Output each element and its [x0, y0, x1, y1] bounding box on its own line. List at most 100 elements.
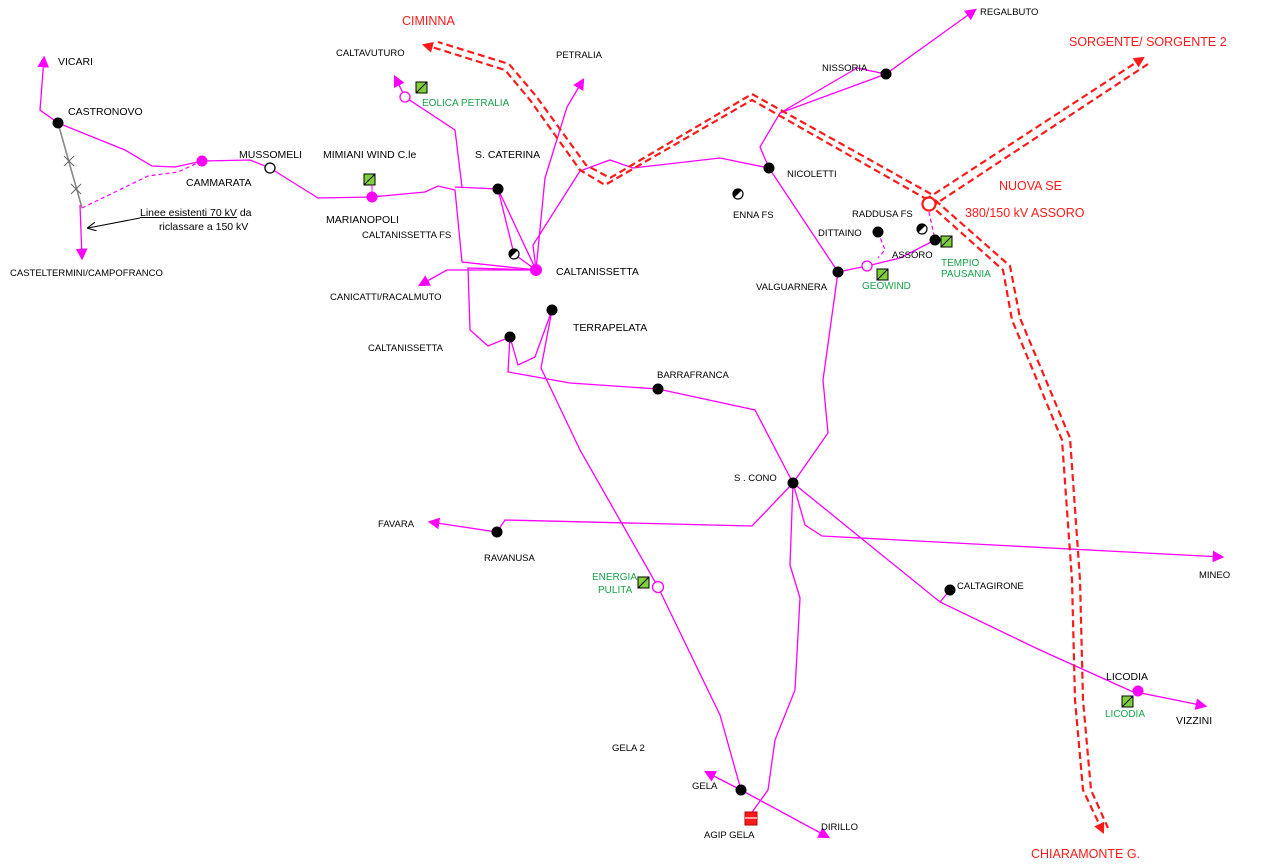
plant-agip-gela: [744, 811, 758, 826]
label-s-caterina: S. CATERINA: [475, 149, 540, 161]
label-caltanissetta2: CALTANISSETTA: [368, 343, 444, 354]
label-mineo: MINEO: [1199, 570, 1230, 581]
node-nissoria: [880, 68, 892, 80]
label-enna-fs: ENNA FS: [733, 210, 774, 221]
line-castelterm: [75, 204, 88, 261]
label-chiaramonte: CHIARAMONTE G.: [1031, 847, 1140, 861]
node-s-caterina: [492, 183, 504, 195]
line-caltanissetta-east: [532, 157, 770, 271]
node-valguarnera: [832, 266, 844, 278]
note-70kv: Linee esistenti 70 kV da riclassare a 15…: [140, 207, 252, 233]
label-nissoria: NISSORIA: [822, 63, 868, 74]
note-line2: riclassare a 150 kV: [159, 221, 248, 233]
label-castronovo: CASTRONOVO: [68, 106, 143, 118]
line-planned-cammarata: [81, 160, 203, 209]
plant-eolica-petralia: [415, 81, 428, 94]
label-raddusa-fs: RADDUSA FS: [852, 209, 913, 220]
node-assoro: [929, 234, 941, 246]
label-barrafranca: BARRAFRANCA: [657, 370, 729, 381]
line-nicoletti-valguarnera: [768, 167, 839, 273]
line-caltavuturo-caltanissetta: [393, 74, 463, 188]
node-raddusa-fs: [916, 223, 928, 235]
node-enna-fs: [732, 188, 744, 200]
label-gela2: GELA 2: [612, 743, 645, 754]
label-vicari: VICARI: [58, 56, 93, 68]
place-labels: VICARI CASTRONOVO CASTELTERMINI/CAMPOFRA…: [10, 7, 1230, 841]
line-scono-gela: [749, 482, 801, 816]
node-licodia: [1132, 685, 1144, 697]
node-caltanissetta: [530, 264, 542, 276]
generation-plants: [363, 81, 1134, 826]
line-scaterina-caltanissetta: [454, 186, 537, 271]
label-nicoletti: NICOLETTI: [787, 169, 837, 180]
line-petralia-caltanissetta: [535, 77, 585, 271]
line-valguarnera-assoro: [837, 239, 936, 273]
node-barrafranca: [652, 383, 664, 395]
label-caltanissetta: CALTANISSETTA: [556, 266, 639, 278]
plant-labels: EOLICA PETRALIA TEMPIO PAUSANIA GEOWIND …: [422, 98, 1145, 720]
label-petralia: PETRALIA: [556, 50, 603, 61]
node-terrapelata: [546, 304, 558, 316]
node-geowind-tap: [861, 260, 873, 272]
line-castronovo-cammarata: [57, 122, 203, 168]
label-gela: GELA: [692, 781, 718, 792]
node-caltanissetta2: [504, 331, 516, 343]
label-mussomeli: MUSSOMELI: [239, 149, 302, 161]
node-cammarata: [196, 155, 208, 167]
line-cammarata-mussomeli: [201, 159, 271, 169]
note-line1-end: da: [237, 207, 252, 219]
label-caltanissetta-fs: CALTANISSETTA FS: [362, 230, 451, 241]
label-assoro: ASSORO: [892, 250, 933, 261]
plant-tempio-pausania: [940, 235, 953, 248]
plant-energia-pulita: [637, 576, 650, 589]
note-arrow: [88, 217, 141, 228]
plant-licodia: [1121, 695, 1134, 708]
line380-chiaramonte-a: [927, 202, 1105, 834]
label-terrapelata: TERRAPELATA: [573, 322, 647, 334]
line-nicoletti-regalbuto: [779, 8, 977, 114]
substation-nodes: [52, 68, 956, 796]
node-caltagirone: [944, 584, 956, 596]
svg-text:Linee esistenti 70 kV da: Linee esistenti 70 kV da: [140, 207, 252, 219]
existing-70kv-line: [57, 122, 83, 209]
magenta-nodes: [196, 155, 1144, 697]
label-marianopoli: MARIANOPOLI: [326, 214, 399, 226]
label-casteltermini: CASTELTERMINI/CAMPOFRANCO: [10, 268, 163, 279]
line-valguarnera-scono: [792, 271, 839, 484]
label-mimiani: MIMIANI WIND C.le: [323, 149, 416, 161]
node-nuova-se: [921, 196, 937, 212]
label-caltavuturo: CALTAVUTURO: [336, 48, 405, 59]
label-assoro-380: 380/150 kV ASSORO: [965, 206, 1085, 220]
line-caltanissetta-south: [467, 267, 553, 366]
new-380kv-lines: [421, 40, 1149, 834]
label-ciminna: CIMINNA: [402, 14, 455, 28]
line-scono-mineo: [792, 482, 1225, 563]
label-valguarnera: VALGUARNERA: [756, 282, 828, 293]
label-vizzini: VIZZINI: [1176, 715, 1212, 727]
node-energia-tap: [651, 580, 665, 594]
label-pausania: PAUSANIA: [941, 269, 991, 280]
label-sorgente: SORGENTE/ SORGENTE 2: [1069, 35, 1227, 49]
label-agip-gela: AGIP GELA: [704, 830, 755, 841]
line-nicoletti-nissoria: [759, 73, 887, 169]
open-nodes: [264, 91, 937, 594]
label-ravanusa: RAVANUSA: [484, 553, 536, 564]
node-castronovo: [52, 117, 64, 129]
label-s-cono: S . CONO: [734, 473, 777, 484]
label-favara: FAVARA: [378, 519, 415, 530]
line-terrapelata-gela: [540, 309, 742, 791]
label-geowind: GEOWIND: [862, 281, 911, 292]
label-canicatti: CANICATTI/RACALMUTO: [330, 292, 442, 303]
line-castronovo-vicari: [37, 55, 59, 124]
label-cammarata: CAMMARATA: [186, 177, 252, 189]
line-barrafranca-licodia: [657, 388, 1132, 692]
node-dittaino: [872, 226, 884, 238]
node-ravanusa: [491, 526, 503, 538]
label-pulita: PULITA: [598, 585, 633, 596]
node-caltavuturo-tap: [399, 91, 411, 103]
plant-mimiani: [363, 173, 376, 197]
label-energia: ENERGIA: [592, 572, 637, 583]
line-caltanissetta-canicatti: [417, 269, 536, 287]
label-licodia-green: LICODIA: [1105, 709, 1145, 720]
